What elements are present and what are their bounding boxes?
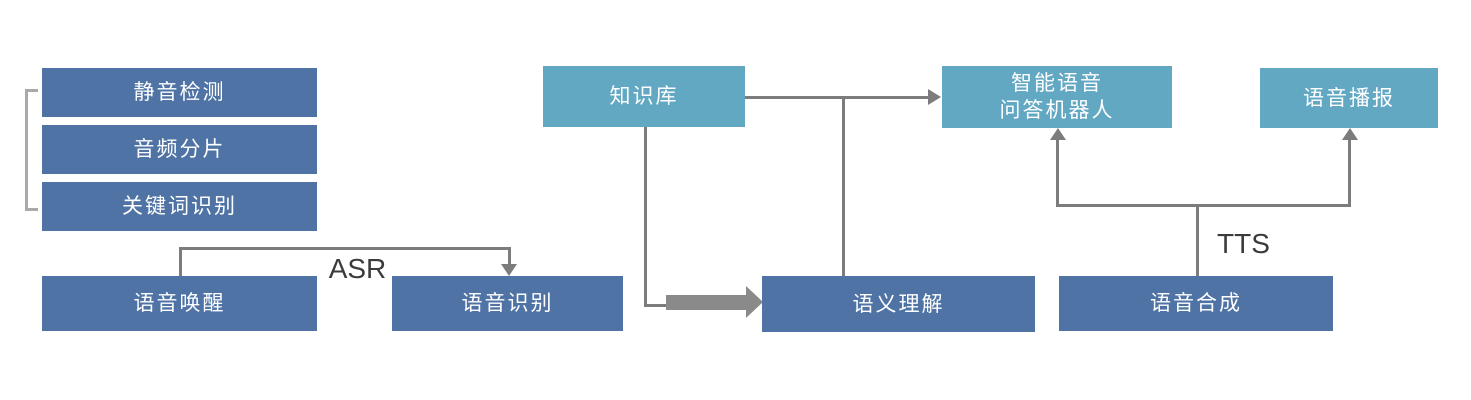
edge-tts-left-arm <box>1056 139 1059 207</box>
node-voice-wakeup: 语音唤醒 <box>42 276 317 331</box>
node-voice-wakeup-label: 语音唤醒 <box>133 292 226 315</box>
edge-kb-down-vertical <box>644 127 647 307</box>
node-speech-recognition: 语音识别 <box>392 276 623 331</box>
edge-asr-horizontal <box>179 247 511 250</box>
edge-asr-arrowhead-icon <box>501 264 517 276</box>
node-keyword-recognition: 关键词识别 <box>42 182 317 231</box>
node-voice-broadcast: 语音播报 <box>1260 68 1438 128</box>
node-speech-synthesis: 语音合成 <box>1059 276 1333 331</box>
edge-label-tts: TTS <box>1217 228 1270 259</box>
node-silence-detection-label: 静音检测 <box>133 81 226 104</box>
node-knowledge-base-label: 知识库 <box>609 85 679 108</box>
edge-tts-left-arrowhead-icon <box>1050 128 1066 140</box>
edge-tts-right-arm <box>1348 139 1351 207</box>
edge-kb-to-robot-arrowhead-icon <box>928 89 941 105</box>
edge-thick-arrow-body <box>666 295 746 310</box>
node-qa-robot-label-line1: 智能语音 <box>1011 72 1103 95</box>
node-voice-broadcast-label: 语音播报 <box>1303 86 1395 110</box>
edge-label-asr: ASR <box>328 253 387 284</box>
node-semantic-understanding-label: 语义理解 <box>852 292 945 316</box>
node-qa-robot: 智能语音 问答机器人 <box>942 66 1172 128</box>
node-audio-slicing-label: 音频分片 <box>133 138 226 161</box>
edge-tts-horizontal <box>1056 204 1351 207</box>
edge-tts-stem <box>1196 204 1199 276</box>
node-speech-synthesis-label: 语音合成 <box>1150 292 1242 315</box>
group-bracket-bottom-stub <box>25 208 38 211</box>
node-audio-slicing: 音频分片 <box>42 125 317 174</box>
node-knowledge-base: 知识库 <box>543 66 745 127</box>
edge-thick-arrowhead-icon <box>746 286 763 318</box>
edge-asr-riser <box>179 247 182 276</box>
group-bracket-top-stub <box>25 89 38 92</box>
edge-asr-dropper <box>508 247 511 265</box>
node-silence-detection: 静音检测 <box>42 68 317 117</box>
node-keyword-recognition-label: 关键词识别 <box>122 195 237 218</box>
node-semantic-understanding: 语义理解 <box>762 276 1035 332</box>
group-bracket-vertical <box>25 89 28 211</box>
edge-kb-down-stub <box>644 304 668 307</box>
edge-tts-right-arrowhead-icon <box>1342 128 1358 140</box>
node-speech-recognition-label: 语音识别 <box>461 292 554 315</box>
edge-kb-to-robot-horizontal <box>745 96 928 99</box>
node-qa-robot-label-line2: 问答机器人 <box>999 99 1115 122</box>
edge-semantic-to-robot-riser <box>842 99 845 276</box>
